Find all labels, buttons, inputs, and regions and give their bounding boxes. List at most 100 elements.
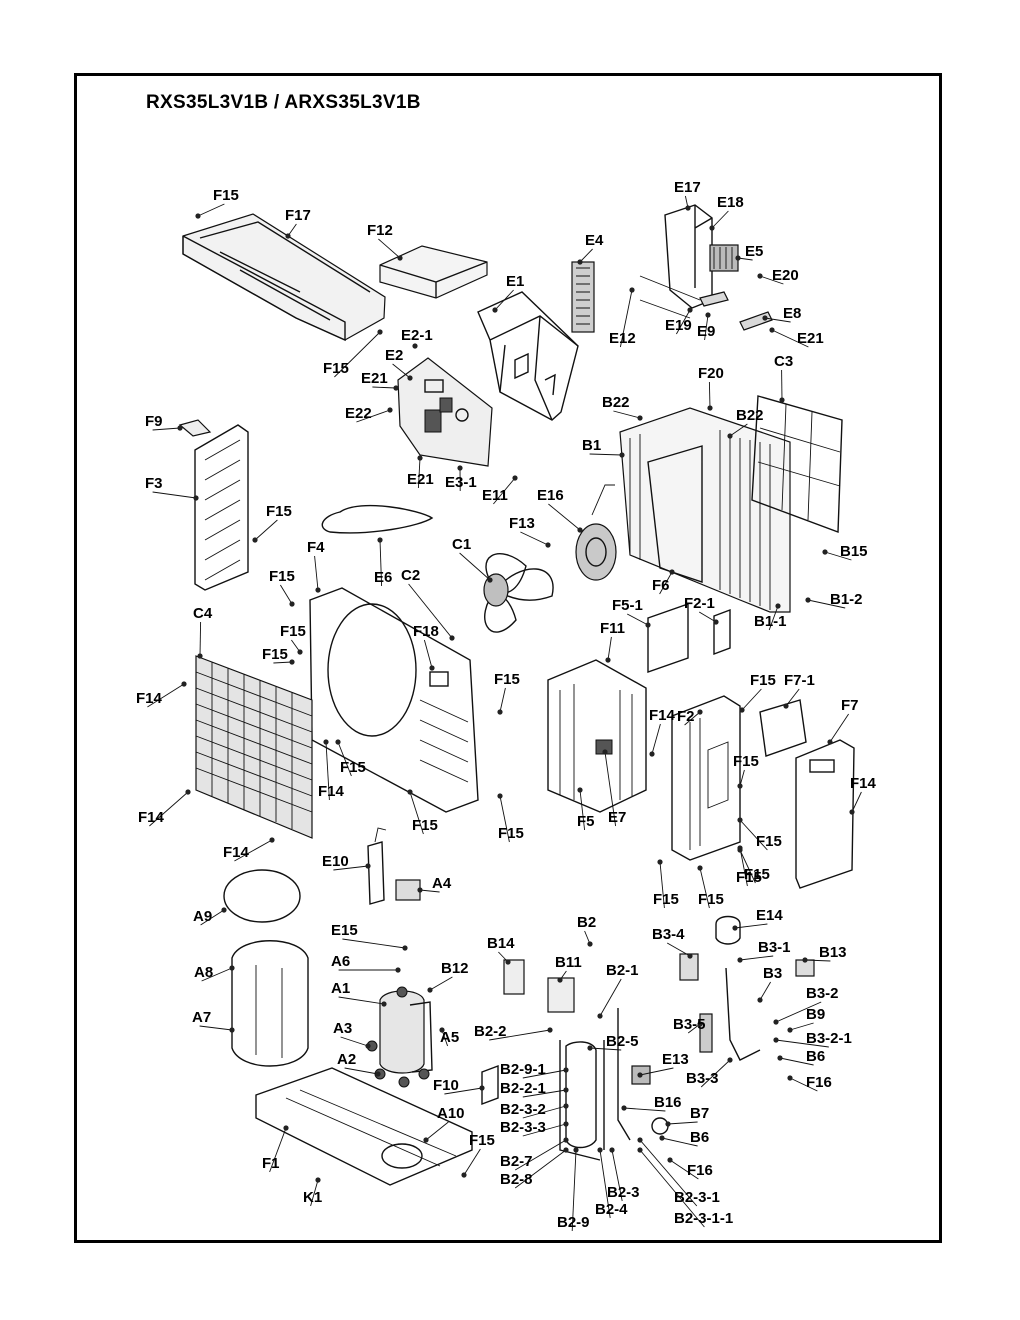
- screw-icon: [587, 941, 593, 947]
- screw-icon: [323, 739, 329, 745]
- leader-line: [463, 1148, 481, 1176]
- leader-line: [739, 769, 745, 787]
- screw-icon: [479, 1085, 485, 1091]
- screw-icon: [252, 537, 258, 543]
- screw-icon: [457, 465, 463, 471]
- leader-line: [234, 839, 273, 862]
- callout-label-a3: A3: [333, 1020, 352, 1037]
- leader-line: [698, 611, 717, 623]
- callout-label-b3-4: B3-4: [652, 926, 685, 943]
- screw-icon: [707, 405, 713, 411]
- terminal-block-part: [395, 879, 421, 901]
- leader-line: [409, 791, 424, 835]
- callout-label-e4: E4: [585, 232, 604, 249]
- screw-icon: [193, 495, 199, 501]
- callout-label-b6: B6: [806, 1048, 825, 1065]
- callout-label-e18: E18: [717, 194, 744, 211]
- screw-icon: [762, 315, 768, 321]
- callout-label-f14: F14: [136, 690, 163, 707]
- leader-line: [775, 1039, 829, 1048]
- screw-icon: [427, 987, 433, 993]
- callout-label-e3-1: E3-1: [445, 474, 477, 491]
- screw-icon: [659, 1135, 665, 1141]
- propeller-fan-part: [483, 553, 554, 633]
- leader-line: [700, 1059, 731, 1088]
- callout-label-b16: B16: [654, 1094, 682, 1111]
- callout-label-f15: F15: [262, 646, 288, 663]
- screw-icon: [657, 859, 663, 865]
- callout-label-e10: E10: [322, 853, 349, 870]
- callout-label-b15: B15: [840, 543, 868, 560]
- front-grille-part: [195, 655, 313, 839]
- screw-icon: [649, 751, 655, 757]
- leader-line: [607, 636, 612, 661]
- leader-lines: [147, 195, 862, 1232]
- callout-label-f11: F11: [600, 620, 625, 637]
- callout-label-f15: F15: [653, 891, 679, 908]
- callout-label-f14: F14: [318, 783, 345, 800]
- leader-line: [372, 386, 397, 389]
- screw-icon: [769, 327, 775, 333]
- leader-line: [356, 409, 391, 423]
- leader-line: [711, 210, 729, 229]
- screw-icon: [597, 1147, 603, 1153]
- callout-label-f14: F14: [649, 707, 676, 724]
- leader-line: [759, 275, 784, 285]
- callout-label-a1: A1: [331, 980, 350, 997]
- screw-icon: [687, 953, 693, 959]
- leader-line: [314, 555, 319, 591]
- leader-line: [579, 248, 593, 263]
- screw-icon: [563, 1137, 569, 1143]
- leader-line: [199, 621, 202, 657]
- callout-label-f15: F15: [736, 869, 762, 886]
- screw-icon: [395, 967, 401, 973]
- callout-label-f15: F15: [744, 866, 770, 883]
- screw-icon: [573, 1147, 579, 1153]
- right-side-plate-part: [671, 695, 741, 861]
- fan-motor-part: [575, 484, 617, 581]
- leader-line: [579, 789, 586, 831]
- leader-line: [599, 978, 622, 1017]
- leader-line: [459, 552, 491, 581]
- leader-line: [441, 1029, 449, 1047]
- callout-label-f12: F12: [367, 222, 393, 239]
- callout-label-f9: F9: [145, 413, 163, 430]
- leader-line: [589, 1047, 622, 1051]
- leader-line: [280, 584, 293, 605]
- leader-line: [599, 1149, 611, 1219]
- callout-label-f18: F18: [413, 623, 439, 640]
- leader-line: [489, 1029, 551, 1041]
- callout-label-e20: E20: [772, 267, 799, 284]
- screw-icon: [697, 1021, 703, 1027]
- pcb-board-part: [397, 357, 493, 467]
- callout-label-f4: F4: [307, 539, 325, 556]
- callout-label-e22: E22: [345, 405, 372, 422]
- screw-icon: [645, 622, 651, 628]
- screw-icon: [177, 425, 183, 431]
- terminal-cover-part: [639, 204, 773, 331]
- callout-label-b6: B6: [690, 1129, 709, 1146]
- leader-line: [739, 847, 748, 887]
- screw-icon: [412, 343, 418, 349]
- callout-label-b3-1: B3-1: [758, 939, 791, 956]
- screw-icon: [727, 1057, 733, 1063]
- callout-label-b12: B12: [441, 960, 469, 977]
- screw-icon: [621, 1105, 627, 1111]
- valve-cover-part: [795, 739, 855, 889]
- callout-label-b2-5: B2-5: [606, 1033, 639, 1050]
- screw-icon: [777, 1055, 783, 1061]
- callout-label-f16: F16: [806, 1074, 832, 1091]
- callout-label-b3-3: B3-3: [686, 1070, 719, 1087]
- screw-icon: [221, 907, 227, 913]
- leader-line: [149, 791, 189, 827]
- leader-line: [423, 639, 433, 669]
- screw-icon: [637, 1147, 643, 1153]
- four-way-valve-piping-part: [503, 959, 669, 1161]
- leader-line: [739, 819, 768, 851]
- callout-label-f15: F15: [494, 671, 520, 688]
- screw-icon: [492, 307, 498, 313]
- callout-label-e12: E12: [609, 330, 636, 347]
- callout-label-f3: F3: [145, 475, 163, 492]
- callout-label-a6: A6: [331, 953, 350, 970]
